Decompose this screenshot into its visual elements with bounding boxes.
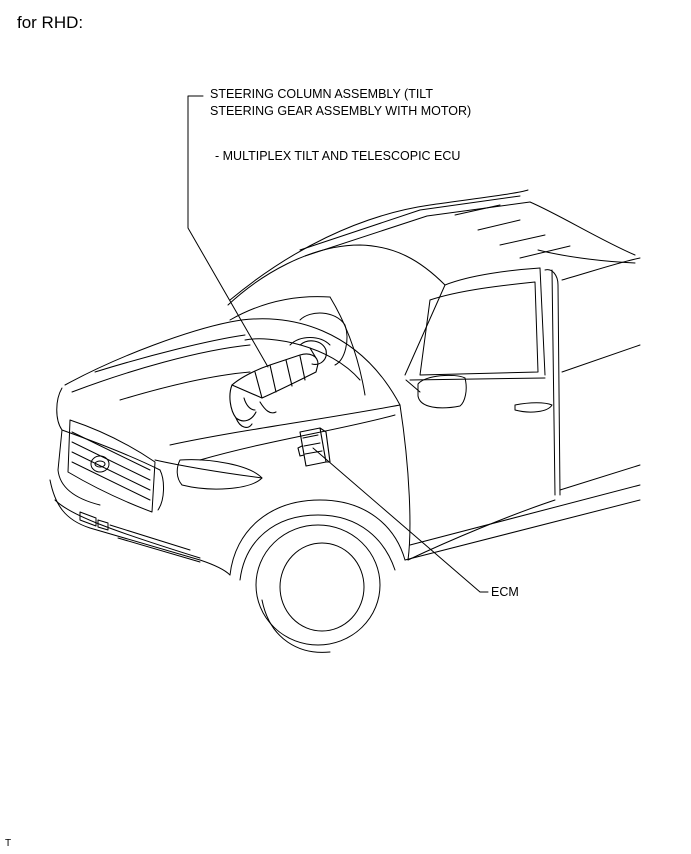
ecm-label: ECM (491, 585, 519, 599)
steering-column-label-line1: STEERING COLUMN ASSEMBLY (TILT (210, 87, 433, 101)
footer-code: T (5, 838, 12, 849)
steering-column-icon (229, 340, 327, 428)
steering-column-label: STEERING COLUMN ASSEMBLY (TILT STEERING … (210, 86, 471, 120)
steering-column-label-line2: STEERING GEAR ASSEMBLY WITH MOTOR) (210, 104, 472, 118)
vehicle-icon (49, 189, 641, 653)
page-heading: for RHD: (17, 13, 84, 32)
steering-column-leader-line (187, 95, 269, 368)
ecm-icon (297, 427, 331, 467)
multiplex-ecu-label: - MULTIPLEX TILT AND TELESCOPIC ECU (215, 149, 461, 163)
ecm-leader-line (312, 447, 489, 593)
